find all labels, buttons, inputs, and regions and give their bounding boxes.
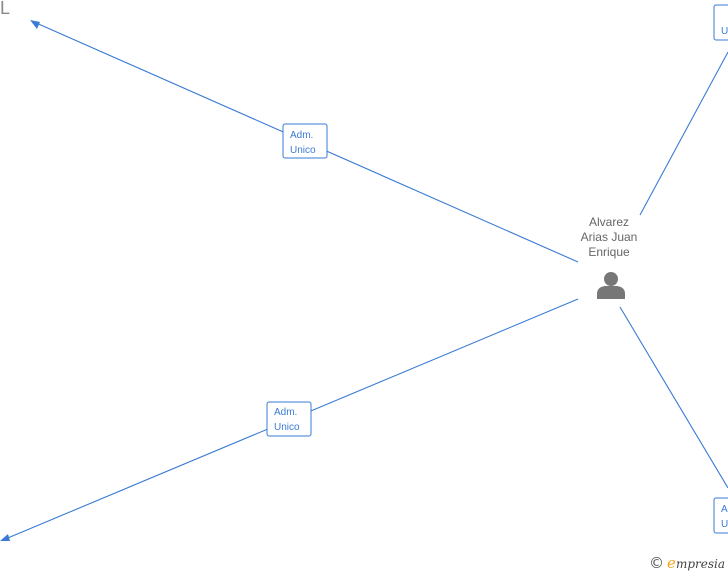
arrowhead-top-left [30, 20, 40, 29]
role-label-line-2: U [721, 519, 728, 530]
role-label-line-2: Unico [290, 145, 316, 156]
edge-to-top-right-company [639, 51, 728, 216]
role-label-top-left[interactable]: Adm. Unico [282, 123, 328, 159]
role-label-line-1: Adm. [290, 130, 313, 141]
role-label-line-1: A [721, 504, 728, 515]
copyright-icon: © [649, 554, 665, 572]
person-icon [597, 272, 625, 299]
footer-brand: © empresia [649, 553, 725, 573]
brand-name: mpresia [675, 556, 725, 571]
offscreen-node-glyph: L [0, 0, 10, 18]
role-label-bottom-left[interactable]: Adm. Unico [266, 401, 312, 437]
arrowhead-bottom-left [0, 534, 10, 541]
role-label-line-1: Adm. [274, 407, 297, 418]
person-name-line-1: Alvarez [589, 215, 629, 229]
role-label-top-right[interactable]: U [713, 4, 728, 41]
person-name-line-2: Arias Juan [581, 230, 638, 244]
brand-logo: empresia [667, 554, 725, 573]
role-label-bottom-right[interactable]: A U [713, 497, 728, 534]
brand-initial: e [667, 553, 676, 572]
role-label-line-2: U [721, 26, 728, 37]
person-name-line-3: Enrique [588, 245, 630, 259]
role-label-line-2: Unico [274, 422, 300, 433]
person-node[interactable]: Alvarez Arias Juan Enrique [581, 215, 638, 299]
edge-to-bottom-right-company [619, 306, 728, 489]
